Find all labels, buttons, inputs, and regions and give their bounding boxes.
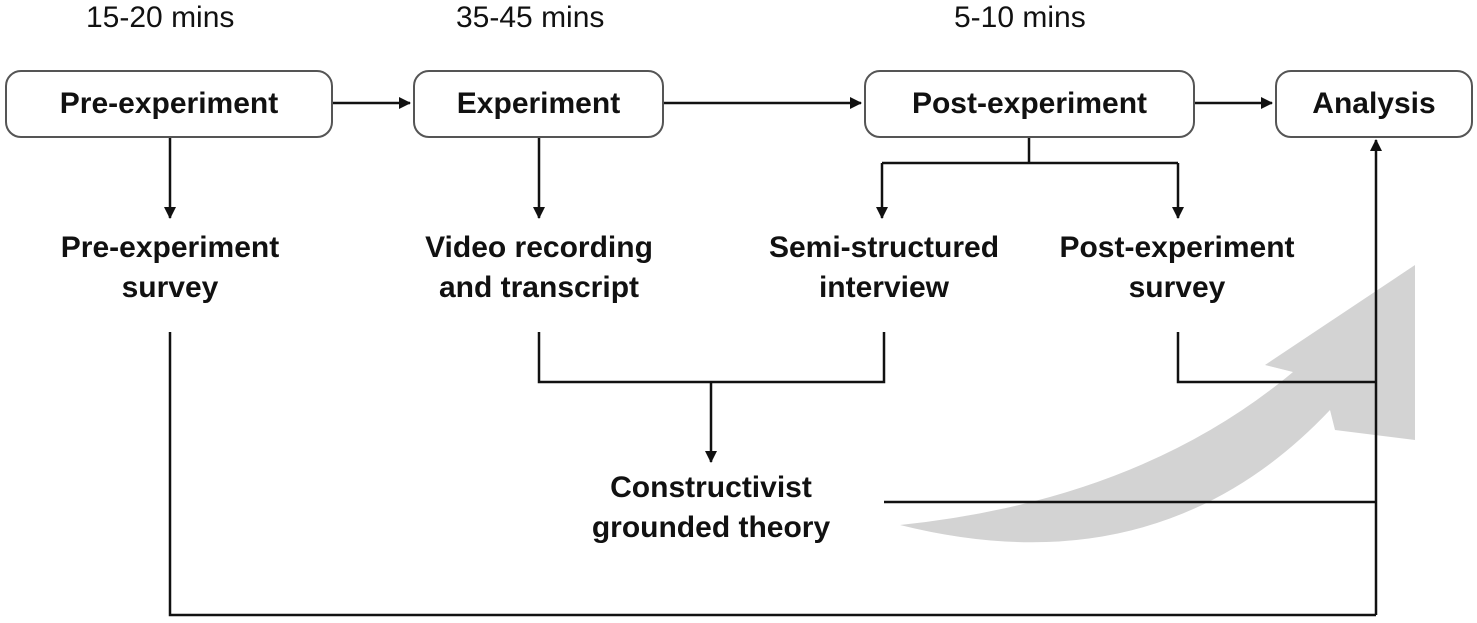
- duration-pre: 15-20 mins: [86, 1, 235, 34]
- output-post-experiment-survey: Post-experiment survey: [1059, 231, 1295, 304]
- output-semi-structured-interview: Semi-structured interview: [768, 231, 1000, 304]
- duration-post: 5-10 mins: [954, 1, 1086, 34]
- stage-pre-experiment: Pre-experiment: [5, 70, 333, 138]
- connector-pre-survey-to-analysis: [168, 332, 1376, 617]
- stage-experiment: Experiment: [413, 70, 664, 138]
- output-pre-experiment-survey: Pre-experiment survey: [60, 231, 280, 304]
- connector-merge: [537, 332, 886, 384]
- stage-post-experiment: Post-experiment: [864, 70, 1195, 138]
- duration-exp: 35-45 mins: [456, 1, 605, 34]
- stage-analysis: Analysis: [1275, 70, 1473, 138]
- output-constructivist-grounded-theory: Constructivist grounded theory: [591, 471, 831, 544]
- output-video-recording: Video recording and transcript: [425, 231, 653, 304]
- connector-post-survey-to-analysis: [1176, 332, 1376, 384]
- curved-arrow-graphic: [900, 265, 1415, 543]
